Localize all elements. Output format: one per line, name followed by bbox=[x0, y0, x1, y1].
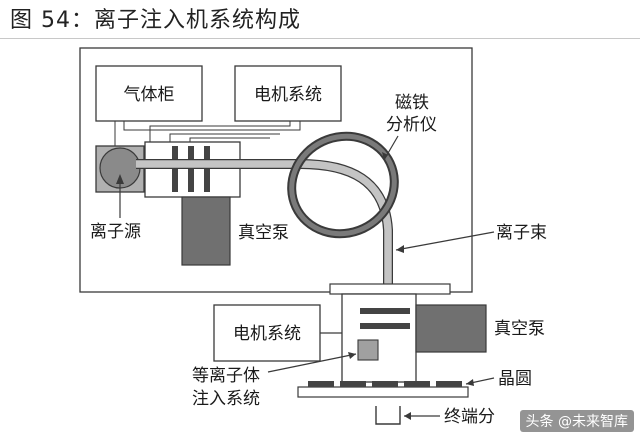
plasma-system-label-line2: 注入系统 bbox=[192, 389, 260, 409]
ion-source-label: 离子源 bbox=[90, 222, 141, 242]
chamber-neck bbox=[329, 283, 451, 295]
magnet-analyzer-label-line2: 分析仪 bbox=[386, 115, 437, 135]
motor-system-top-label: 电机系统 bbox=[254, 85, 322, 105]
control-wires bbox=[114, 121, 301, 150]
terminal-analysis-arrow-icon bbox=[404, 412, 411, 420]
plasma-system-pointer bbox=[267, 353, 357, 373]
wafer-pieces bbox=[308, 381, 462, 387]
main-housing bbox=[79, 47, 473, 293]
chamber-plate-2 bbox=[360, 323, 410, 329]
vacuum-pump-top-label: 真空泵 bbox=[238, 223, 289, 243]
process-chamber bbox=[341, 293, 417, 383]
magnet-analyzer-label-line1: 磁铁 bbox=[395, 93, 429, 113]
wafer-stage bbox=[297, 386, 469, 398]
motor-system-top-box bbox=[234, 65, 342, 122]
chamber-plate-1 bbox=[360, 308, 410, 314]
plasma-source-box bbox=[357, 339, 379, 361]
plasma-system-arrow-icon bbox=[348, 352, 356, 359]
ion-beam-arrow-icon bbox=[396, 245, 404, 253]
title-divider bbox=[0, 38, 640, 39]
ion-beam-fill bbox=[136, 160, 392, 380]
vacuum-pump-bottom-box bbox=[415, 304, 487, 353]
magnet-analyzer-arrow-icon bbox=[382, 152, 388, 160]
gas-cabinet-box bbox=[95, 65, 203, 122]
ion-source-arrow-icon bbox=[116, 174, 124, 184]
terminal-analysis-cup bbox=[375, 406, 401, 425]
magnet-analyzer-ring-inner bbox=[289, 133, 397, 237]
figure-title: 图 54：离子注入机系统构成 bbox=[10, 8, 301, 33]
vacuum-pump-bottom-label: 真空泵 bbox=[494, 319, 545, 339]
gas-cabinet-label: 气体柜 bbox=[124, 85, 175, 105]
ion-beam-label: 离子束 bbox=[496, 223, 547, 243]
wafer-label: 晶圆 bbox=[498, 369, 532, 389]
watermark: 头条 @未来智库 bbox=[519, 410, 634, 432]
vacuum-pump-top-box bbox=[181, 196, 231, 266]
wafer-arrow-icon bbox=[466, 379, 474, 386]
ion-beam-pointer bbox=[395, 231, 495, 251]
motor-system-bottom-label: 电机系统 bbox=[233, 324, 301, 344]
plasma-system-label-line1: 等离子体 bbox=[192, 366, 260, 386]
motor-system-bottom-box bbox=[213, 304, 321, 362]
terminal-analysis-label: 终端分 bbox=[444, 407, 495, 427]
